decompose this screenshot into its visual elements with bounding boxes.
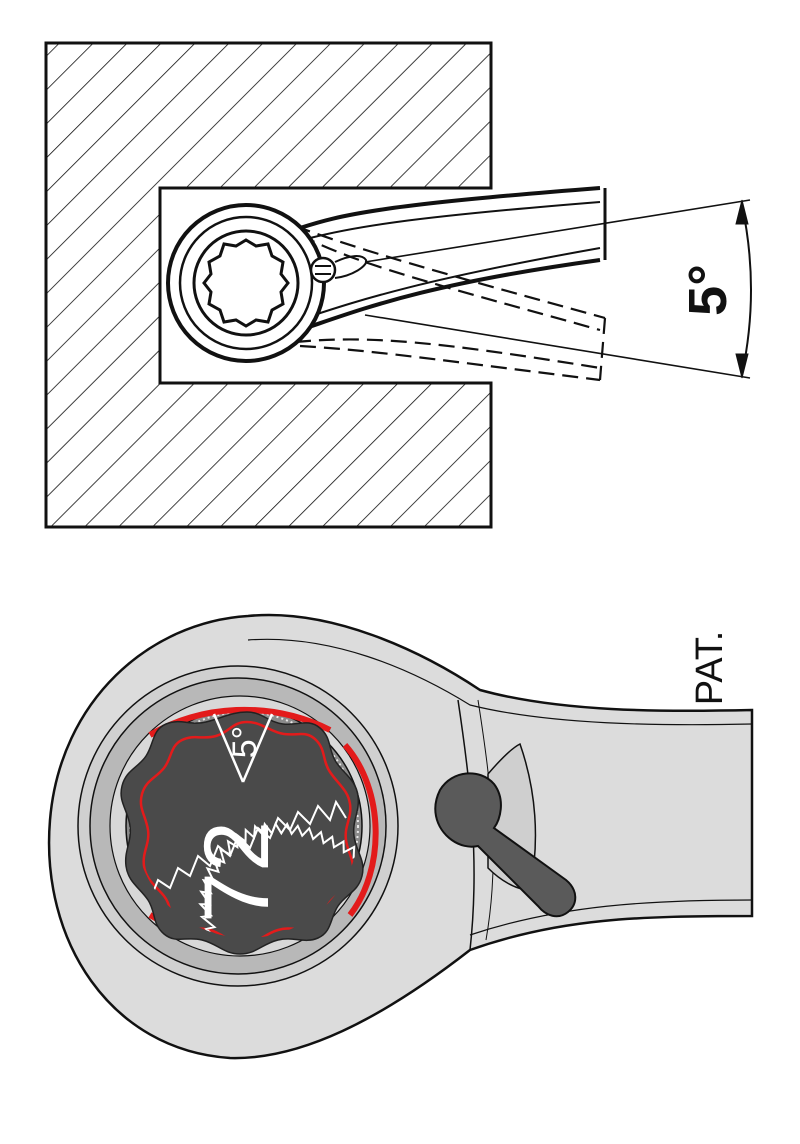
direction-lever[interactable]	[434, 772, 577, 918]
angle-dimension	[364, 199, 752, 379]
ratchet-detail: 5° 72 PAT.	[47, 613, 754, 1060]
teeth-count-label: 72	[186, 821, 288, 923]
hatched-wall	[44, 41, 493, 529]
angle-label: 5°	[678, 264, 738, 316]
swing-label: 5°	[226, 726, 264, 759]
patent-label: PAT.	[689, 631, 731, 706]
swing-marker	[212, 713, 274, 783]
twelve-point-socket	[202, 238, 290, 328]
wrench-solid	[166, 186, 607, 363]
top-diagram: 5°	[44, 41, 752, 529]
gear-face	[120, 711, 364, 955]
